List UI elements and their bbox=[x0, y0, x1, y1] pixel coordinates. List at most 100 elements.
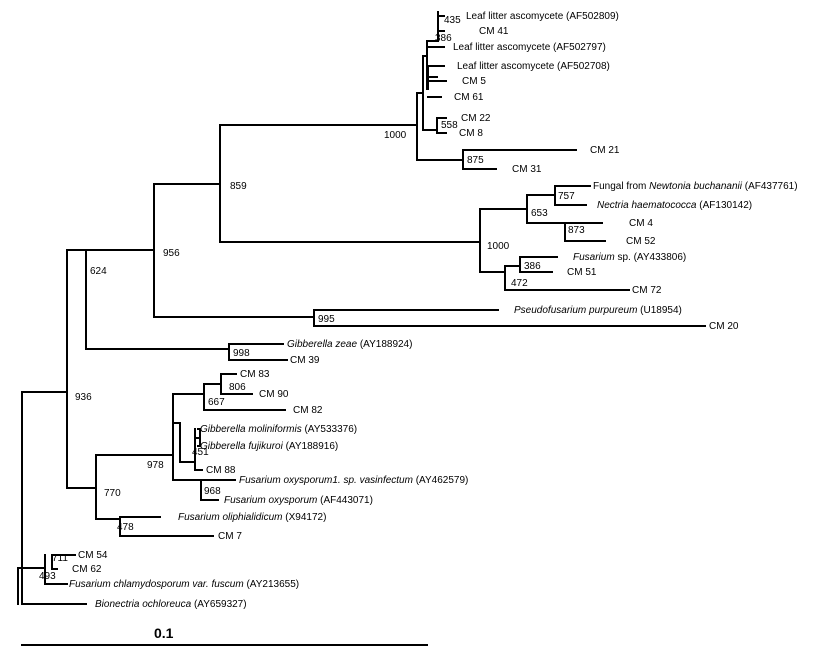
leaf-label: Bionectria ochloreuca (AY659327) bbox=[95, 599, 247, 610]
leaf-label: Pseudofusarium purpureum (U18954) bbox=[514, 305, 682, 316]
leaf-label-part: Gibberella moliniformis bbox=[200, 424, 302, 435]
leaf-label-part: CM 88 bbox=[206, 465, 236, 476]
leaf-label-part: Fusarium oxysporum1. sp. vasinfectum bbox=[239, 475, 413, 486]
leaf-label: CM 90 bbox=[259, 389, 289, 400]
bootstrap-value: 493 bbox=[39, 571, 56, 582]
leaf-label: CM 7 bbox=[218, 531, 242, 542]
leaf-label: CM 88 bbox=[206, 465, 236, 476]
leaf-label-part: CM 83 bbox=[240, 369, 270, 380]
leaf-label-part: CM 5 bbox=[462, 76, 486, 87]
bootstrap-value: 435 bbox=[444, 15, 461, 26]
leaf-label-part: Pseudofusarium purpureum bbox=[514, 305, 637, 316]
leaf-label: CM 62 bbox=[72, 564, 102, 575]
leaf-label-part: (AY659327) bbox=[191, 599, 246, 610]
leaf-label-part: (AF437761) bbox=[742, 181, 798, 192]
bootstrap-value: 770 bbox=[104, 488, 121, 499]
leaf-label-part: CM 8 bbox=[459, 128, 483, 139]
tree-branches bbox=[17, 11, 706, 605]
leaf-label-part: CM 51 bbox=[567, 267, 597, 278]
leaf-label-part: Leaf litter ascomycete (AF502708) bbox=[457, 61, 610, 72]
bootstrap-value: 558 bbox=[441, 120, 458, 131]
leaf-label: Gibberella fujikuroi (AY188916) bbox=[200, 441, 338, 452]
leaf-label-part: CM 21 bbox=[590, 145, 620, 156]
bootstrap-value: 451 bbox=[192, 447, 209, 458]
leaf-label: Gibberella moliniformis (AY533376) bbox=[200, 424, 357, 435]
leaf-label-part: CM 72 bbox=[632, 285, 662, 296]
leaf-label: Fungal from Newtonia buchananii (AF43776… bbox=[593, 181, 798, 192]
leaf-label-part: CM 82 bbox=[293, 405, 323, 416]
leaf-label: Fusarium chlamydosporum var. fuscum (AY2… bbox=[69, 579, 299, 590]
leaf-label-part: CM 31 bbox=[512, 164, 542, 175]
bootstrap-value: 757 bbox=[558, 191, 575, 202]
leaf-label: Fusarium oxysporum (AF443071) bbox=[224, 495, 373, 506]
bootstrap-value: 875 bbox=[467, 155, 484, 166]
leaf-label: Leaf litter ascomycete (AF502797) bbox=[453, 42, 606, 53]
bootstrap-value: 386 bbox=[524, 261, 541, 272]
bootstrap-value: 859 bbox=[230, 181, 247, 192]
leaf-label-part: CM 39 bbox=[290, 355, 320, 366]
leaf-label: CM 8 bbox=[459, 128, 483, 139]
leaf-label-part: Newtonia buchananii bbox=[649, 181, 743, 192]
leaf-label: CM 54 bbox=[78, 550, 108, 561]
leaf-label-part: Leaf litter ascomycete (AF502809) bbox=[466, 11, 619, 22]
leaf-label: Leaf litter ascomycete (AF502809) bbox=[466, 11, 619, 22]
leaf-label: Fusarium oxysporum1. sp. vasinfectum (AY… bbox=[239, 475, 468, 486]
leaf-label: CM 31 bbox=[512, 164, 542, 175]
scale-bar: 0.1 bbox=[21, 625, 428, 646]
bootstrap-value: 968 bbox=[204, 486, 221, 497]
bootstrap-value: 1000 bbox=[487, 241, 510, 252]
leaf-label: Leaf litter ascomycete (AF502708) bbox=[457, 61, 610, 72]
leaf-label-part: Fusarium bbox=[573, 252, 615, 263]
leaf-label: CM 41 bbox=[479, 26, 509, 37]
leaf-label-part: (AF130142) bbox=[697, 200, 753, 211]
leaf-label-part: Fungal from bbox=[593, 181, 649, 192]
leaf-label-part: (AF443071) bbox=[317, 495, 373, 506]
leaf-label-part: Fusarium chlamydosporum var. fuscum bbox=[69, 579, 244, 590]
bootstrap-value: 978 bbox=[147, 460, 164, 471]
leaf-label-part: Gibberella fujikuroi bbox=[200, 441, 284, 452]
leaf-label: CM 39 bbox=[290, 355, 320, 366]
bootstrap-value: 1000 bbox=[384, 130, 407, 141]
leaf-label-part: (AY213655) bbox=[244, 579, 299, 590]
bootstrap-value: 806 bbox=[229, 382, 246, 393]
leaf-label-part: Fusarium oliphialidicum bbox=[178, 512, 282, 523]
leaf-label: CM 72 bbox=[632, 285, 662, 296]
bootstrap-value: 995 bbox=[318, 314, 335, 325]
leaf-label-part: Fusarium oxysporum bbox=[224, 495, 317, 506]
leaf-label-part: sp. (AY433806) bbox=[615, 252, 687, 263]
leaf-label-part: (AY188924) bbox=[357, 339, 412, 350]
leaf-label-part: CM 90 bbox=[259, 389, 289, 400]
leaf-label-part: Leaf litter ascomycete (AF502797) bbox=[453, 42, 606, 53]
leaf-label-part: (AY188916) bbox=[283, 441, 338, 452]
bootstrap-value: 386 bbox=[435, 33, 452, 44]
leaf-label-part: CM 52 bbox=[626, 236, 656, 247]
leaf-label-part: Bionectria ochloreuca bbox=[95, 599, 192, 610]
leaf-label-part: CM 61 bbox=[454, 92, 484, 103]
bootstrap-value: 653 bbox=[531, 208, 548, 219]
bootstrap-value: 936 bbox=[75, 392, 92, 403]
bootstrap-value: 711 bbox=[52, 553, 68, 564]
leaf-label-part: (AY462579) bbox=[413, 475, 468, 486]
leaf-label: Gibberella zeae (AY188924) bbox=[287, 339, 412, 350]
leaf-label-part: CM 54 bbox=[78, 550, 108, 561]
leaf-label-part: CM 41 bbox=[479, 26, 509, 37]
leaf-label: CM 82 bbox=[293, 405, 323, 416]
bootstrap-value: 624 bbox=[90, 266, 107, 277]
leaf-label-part: CM 62 bbox=[72, 564, 102, 575]
leaf-label: CM 20 bbox=[709, 321, 739, 332]
bootstrap-value: 472 bbox=[511, 278, 528, 289]
bootstrap-value: 667 bbox=[208, 397, 225, 408]
bootstrap-value: 998 bbox=[233, 348, 250, 359]
leaf-labels: Leaf litter ascomycete (AF502809) CM 41 Le… bbox=[69, 11, 798, 610]
leaf-label: CM 21 bbox=[590, 145, 620, 156]
bootstrap-values: 4353861000558875859757653873100038647295… bbox=[39, 15, 585, 582]
leaf-label: CM 51 bbox=[567, 267, 597, 278]
leaf-label-part: Nectria haematococca bbox=[597, 200, 697, 211]
leaf-label: CM 22 bbox=[461, 113, 491, 124]
bootstrap-value: 873 bbox=[568, 225, 585, 236]
leaf-label-part: (U18954) bbox=[637, 305, 681, 316]
leaf-label-part: (X94172) bbox=[282, 512, 326, 523]
leaf-label-part: Gibberella zeae bbox=[287, 339, 357, 350]
leaf-label-part: CM 7 bbox=[218, 531, 242, 542]
